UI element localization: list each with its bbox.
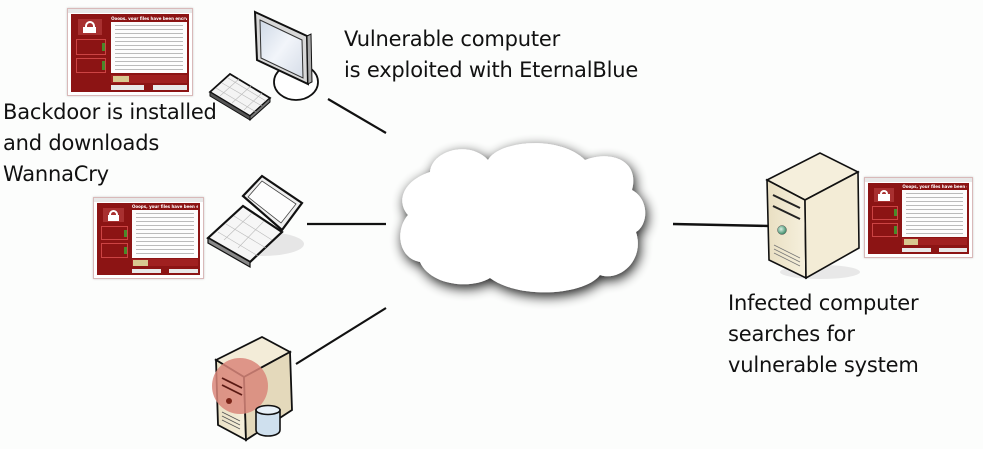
label-backdoor-line-3: WannaCry xyxy=(3,162,109,186)
label-exploit: Vulnerable computer is exploited with Et… xyxy=(344,24,638,86)
cloud-icon xyxy=(400,143,646,293)
label-infected-line-3: vulnerable system xyxy=(728,353,919,377)
ransom-window-laptop: Ooops, your files have been encrypted! xyxy=(93,197,204,279)
ransom-title: Ooops, your files have been encrypted! xyxy=(132,204,198,209)
laptop-icon xyxy=(206,174,304,269)
label-backdoor-line-2: and downloads xyxy=(3,131,160,155)
label-exploit-line-1: Vulnerable computer xyxy=(344,27,561,51)
label-infected: Infected computer searches for vulnerabl… xyxy=(728,288,919,381)
label-infected-line-2: searches for xyxy=(728,322,855,346)
link-cloud-infected xyxy=(672,222,770,228)
padlock-icon xyxy=(78,19,102,36)
ransom-window-infected: Ooops, your files have been encrypted! xyxy=(864,177,973,258)
ransom-title: Ooops, your files have been encrypted! xyxy=(111,15,187,21)
ransom-title: Ooops, your files have been encrypted! xyxy=(902,184,967,189)
tower-server-icon xyxy=(765,152,860,280)
label-backdoor: Backdoor is installed and downloads Wann… xyxy=(3,97,217,190)
padlock-icon xyxy=(874,187,895,203)
label-exploit-line-2: is exploited with EternalBlue xyxy=(344,58,639,82)
padlock-icon xyxy=(103,208,124,223)
link-server-cloud xyxy=(295,307,387,365)
label-backdoor-line-1: Backdoor is installed xyxy=(3,100,217,124)
ransom-window-desktop: Ooops, your files have been encrypted! xyxy=(67,8,193,96)
label-infected-line-1: Infected computer xyxy=(728,291,919,315)
link-desktop-cloud xyxy=(327,98,387,134)
desktop-computer-icon xyxy=(208,10,319,122)
database-server-icon xyxy=(212,335,293,442)
